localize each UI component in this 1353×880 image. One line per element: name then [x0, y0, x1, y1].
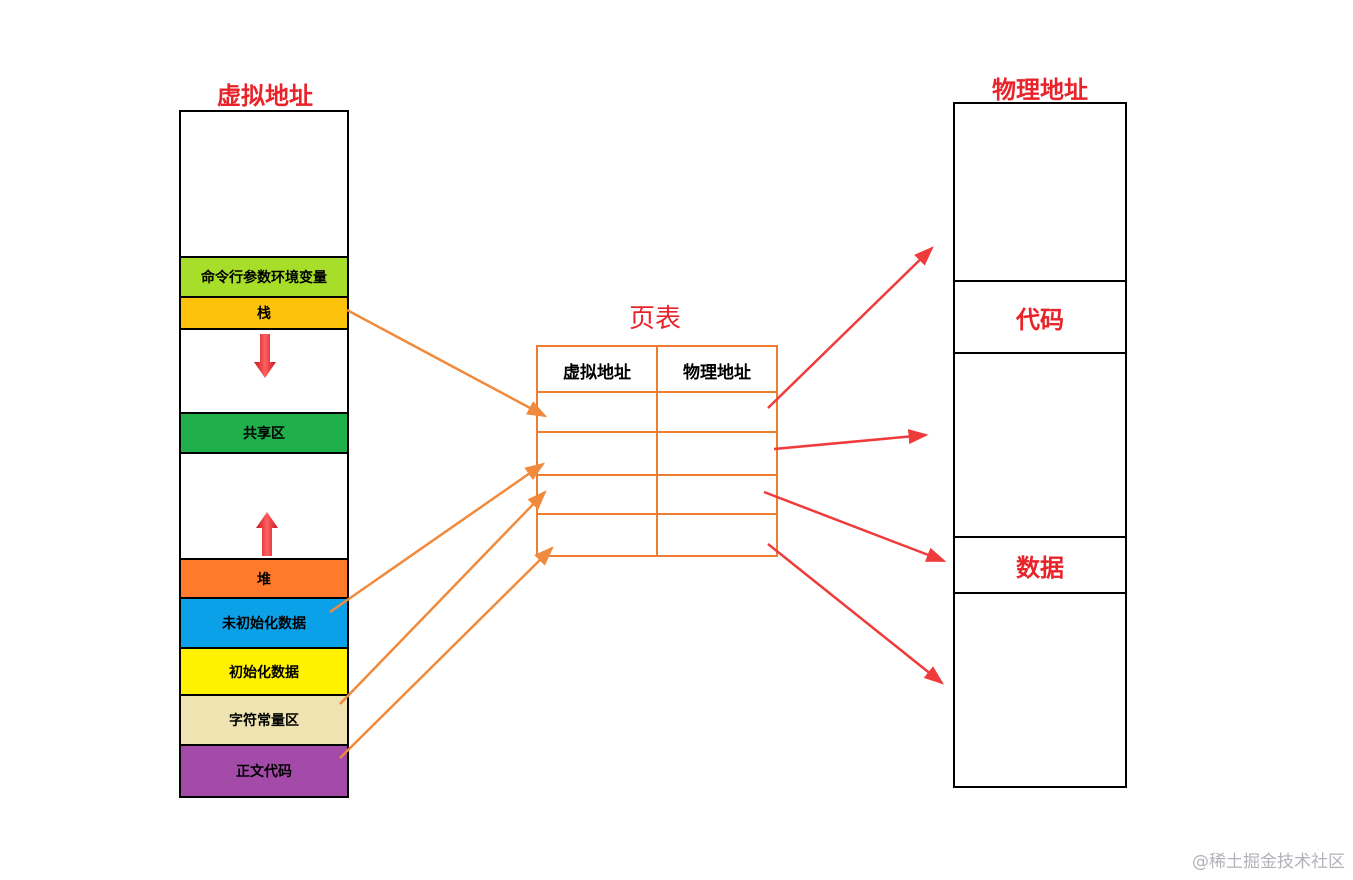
virtual-segment-rodata: 字符常量区 [181, 694, 347, 744]
physical-segment-code: 代码 [955, 280, 1125, 354]
physical-segment-data: 数据 [955, 536, 1125, 594]
arrow-table-to-physical-3 [763, 490, 947, 563]
virtual-segment-data: 初始化数据 [181, 647, 347, 694]
page-table-title: 页表 [628, 304, 681, 334]
arrow-table-to-physical-4 [767, 543, 944, 685]
virtual-segment-shared: 共享区 [181, 412, 347, 452]
heap-grow-up-arrow-icon [256, 512, 278, 556]
virtual-segment-top-empty [181, 112, 347, 256]
arrow-bss-to-table [329, 462, 546, 614]
virtual-segment-text: 正文代码 [181, 744, 347, 796]
virtual-segment-args-env: 命令行参数环境变量 [181, 256, 347, 296]
physical-memory: 代码 数据 [953, 102, 1127, 788]
physical-address-title: 物理地址 [992, 75, 1088, 104]
virtual-segment-heap: 堆 [181, 558, 347, 597]
arrow-stack-to-table [346, 308, 548, 418]
arrow-table-to-physical-1 [767, 246, 934, 409]
arrow-text-to-table [339, 546, 554, 759]
page-table-header-virtual: 虚拟地址 [563, 362, 631, 383]
virtual-address-space: 命令行参数环境变量 栈 共享区 堆 未初始化数据 初始化数据 字符常量区 正文代… [179, 110, 349, 798]
page-table: 虚拟地址 物理地址 [536, 345, 778, 557]
virtual-segment-bss: 未初始化数据 [181, 597, 347, 647]
stack-grow-down-arrow-icon [254, 334, 276, 378]
watermark: @稀土掘金技术社区 [1192, 852, 1345, 872]
page-table-column-divider [656, 347, 658, 555]
page-table-header-physical: 物理地址 [683, 362, 751, 383]
virtual-address-title: 虚拟地址 [217, 81, 313, 110]
virtual-segment-stack: 栈 [181, 296, 347, 328]
arrow-rodata-to-table [339, 490, 547, 705]
arrow-table-to-physical-2 [773, 429, 929, 451]
